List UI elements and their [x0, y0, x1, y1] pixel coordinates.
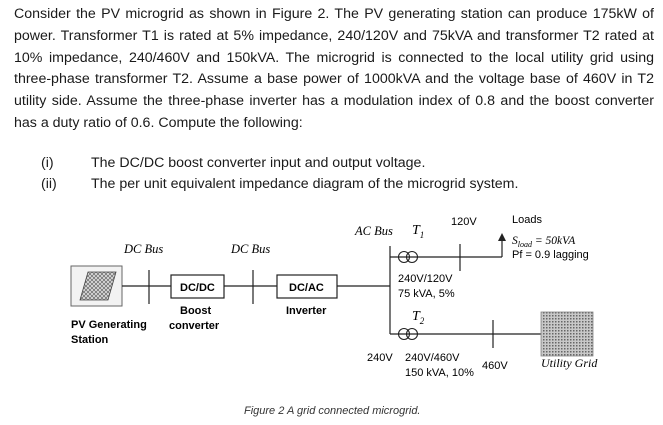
v240-label: 240V: [367, 352, 393, 364]
dc-bus-left-label: DC Bus: [123, 242, 163, 256]
item-text-2: The per unit equivalent impedance diagra…: [91, 176, 519, 192]
sload-label: Sload = 50kVA: [512, 235, 576, 249]
pf-label: Pf = 0.9 lagging: [512, 249, 589, 261]
pv-panel: [70, 265, 123, 307]
utility-grid-icon: [540, 311, 594, 357]
t1-transformer-symbol: [397, 250, 419, 264]
pv-label-1: PV Generating: [71, 319, 147, 331]
utility-grid-label: Utility Grid: [541, 356, 598, 370]
inverter-label: Inverter: [286, 305, 327, 317]
t1-rating-1: 240V/120V: [398, 273, 453, 285]
boost-label-1: Boost: [180, 305, 212, 317]
item-text-1: The DC/DC boost converter input and outp…: [91, 155, 426, 171]
dcac-label: DC/AC: [289, 282, 324, 294]
ac-bus-label: AC Bus: [354, 224, 393, 238]
load-arrow-head: [498, 233, 506, 241]
item-number-2: (ii): [41, 176, 57, 192]
t2-rating-2: 150 kVA, 10%: [405, 367, 474, 379]
t1-label: T1: [412, 223, 424, 240]
item-number-1: (i): [41, 155, 54, 171]
dc-bus-right-label: DC Bus: [230, 242, 270, 256]
v460-label: 460V: [482, 360, 508, 372]
t2-transformer-symbol: [397, 327, 419, 341]
loads-label: Loads: [512, 214, 542, 226]
pv-label-2: Station: [71, 334, 109, 346]
t2-label: T2: [412, 309, 425, 326]
figure-caption: Figure 2 A grid connected microgrid.: [244, 405, 421, 417]
boost-label-2: converter: [169, 320, 220, 332]
v120-label: 120V: [451, 216, 477, 228]
t1-rating-2: 75 kVA, 5%: [398, 288, 455, 300]
problem-paragraph: Consider the PV microgrid as shown in Fi…: [14, 6, 654, 131]
t2-rating-1: 240V/460V: [405, 352, 460, 364]
dcdc-label: DC/DC: [180, 282, 215, 294]
